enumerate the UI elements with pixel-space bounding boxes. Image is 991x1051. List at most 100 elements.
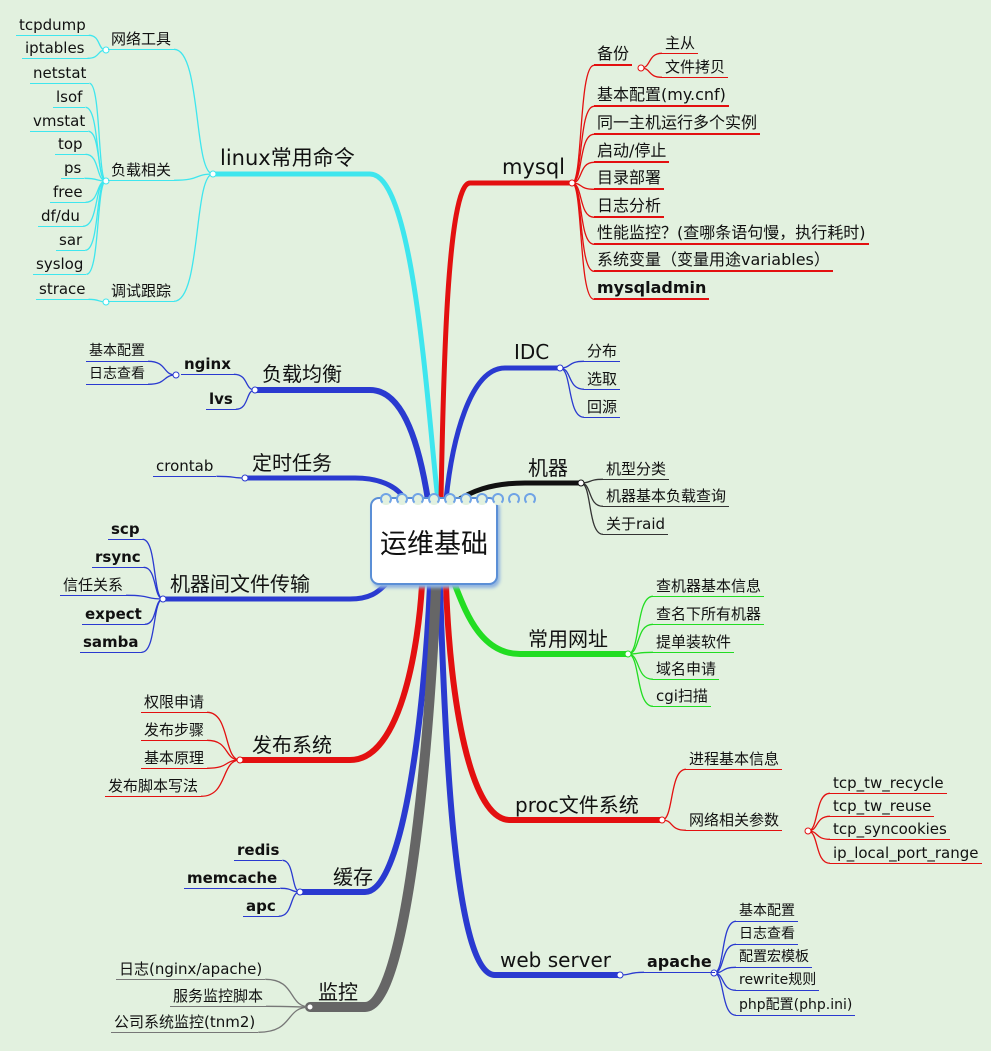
connector [173, 48, 214, 175]
leaf-tcp-tw-recycle: tcp_tw_recycle [830, 774, 947, 794]
collapse-node-load-balance[interactable] [251, 386, 259, 394]
leaf-mysqladmin: mysqladmin [594, 279, 710, 300]
topic-cache: 缓存 [333, 865, 373, 889]
topic-net-params: 网络相关参数 [686, 811, 783, 831]
leaf-netstat: netstat [30, 64, 90, 84]
leaf-iptables: iptables [22, 39, 88, 59]
collapse-node-linux[interactable] [209, 170, 217, 178]
branch-cache [297, 582, 433, 895]
leaf-master-slave: 主从 [662, 34, 699, 54]
collapse-node-nginx[interactable] [172, 371, 180, 379]
collapse-node-machine[interactable] [577, 479, 585, 487]
collapse-node-idc[interactable] [556, 364, 564, 372]
topic-debug: 调试跟踪 [108, 282, 175, 302]
leaf-top: top [55, 135, 86, 155]
leaf-vmstat: vmstat [30, 112, 89, 132]
connector [266, 1005, 311, 1008]
leaf-tcp-syncookies: tcp_syncookies [830, 820, 950, 840]
topic-proc-fs: proc文件系统 [515, 793, 639, 817]
connector [278, 891, 301, 917]
branch-mysql [438, 180, 575, 503]
collapse-node-proc[interactable] [658, 816, 666, 824]
connector [265, 978, 311, 1008]
connector [571, 105, 595, 184]
leaf-sar: sar [56, 231, 86, 251]
leaf-url-machine-info: 查机器基本信息 [653, 577, 765, 597]
topic-nginx: nginx [181, 355, 234, 375]
connector [84, 180, 107, 251]
collapse-node-monitor[interactable] [306, 1003, 314, 1011]
connector [571, 133, 595, 184]
topic-file-transfer: 机器间文件传输 [170, 572, 310, 596]
leaf-apache-macro-template: 配置宏模板 [736, 948, 812, 968]
leaf-syslog: syslog [33, 255, 87, 275]
connector [627, 653, 654, 680]
leaf-raid: 关于raid [603, 515, 669, 535]
leaf-process-info: 进程基本信息 [686, 750, 783, 770]
branch-proc [443, 582, 665, 823]
leaf-apache-basic-config: 基本配置 [736, 902, 798, 922]
topic-load: 负载相关 [108, 161, 175, 181]
collapse-node-mysql[interactable] [568, 179, 576, 187]
leaf-df-du: df/du [38, 207, 83, 227]
branch-urls [452, 582, 631, 657]
collapse-node-net-params[interactable] [804, 827, 812, 835]
leaf-mysql-config: 基本配置(my.cnf) [594, 86, 729, 107]
topic-release-system: 发布系统 [252, 733, 332, 757]
connector [571, 182, 595, 300]
leaf-trust-relation: 信任关系 [60, 576, 127, 596]
collapse-node-release[interactable] [236, 756, 244, 764]
collapse-node-load[interactable] [102, 177, 110, 185]
connector [627, 623, 654, 655]
collapse-node-debug[interactable] [102, 298, 110, 306]
collapse-node-cron[interactable] [241, 474, 249, 482]
leaf-machine-type: 机型分类 [603, 460, 670, 480]
leaf-redis: redis [234, 841, 283, 861]
leaf-multi-instance: 同一主机运行多个实例 [594, 114, 761, 135]
collapse-node-apache[interactable] [710, 969, 718, 977]
leaf-crontab: crontab [153, 457, 217, 477]
connector [86, 180, 107, 275]
topic-load-balance: 负载均衡 [262, 362, 342, 386]
topic-network-tools: 网络工具 [108, 30, 175, 50]
central-topic-label: 运维基础 [380, 528, 488, 560]
leaf-service-monitor-script: 服务监控脚本 [170, 987, 267, 1007]
connector [258, 1006, 311, 1033]
branch-file-transfer [160, 582, 388, 602]
leaf-apache-php-config: php配置(php.ini) [736, 996, 856, 1016]
connector [88, 82, 107, 182]
collapse-node-backup[interactable] [637, 64, 645, 72]
topic-machine: 机器 [528, 456, 568, 480]
leaf-release-script: 发布脚本写法 [105, 777, 202, 797]
leaf-nginx-basic-config: 基本配置 [86, 342, 148, 362]
branch-release [237, 582, 425, 763]
connector [713, 920, 737, 974]
connector [206, 711, 241, 761]
connector [619, 971, 645, 976]
leaf-nginx-log: 日志查看 [86, 365, 148, 385]
connector [142, 538, 164, 600]
connector [559, 360, 585, 369]
collapse-node-urls[interactable] [624, 650, 632, 658]
connector [580, 482, 604, 507]
connector [713, 972, 737, 1016]
connector [559, 367, 585, 418]
collapse-node-web-server[interactable] [616, 971, 624, 979]
topic-cron-tasks: 定时任务 [252, 451, 332, 475]
leaf-distribution: 分布 [584, 342, 621, 362]
leaf-apache-log: 日志查看 [736, 925, 798, 945]
leaf-ip-local-port-range: ip_local_port_range [830, 844, 982, 864]
leaf-log-monitor: 日志(nginx/apache) [116, 960, 266, 980]
leaf-company-monitor: 公司系统监控(tnm2) [111, 1013, 259, 1033]
branch-load-balance [252, 387, 431, 503]
connector [173, 173, 214, 302]
collapse-node-file-transfer[interactable] [159, 595, 167, 603]
central-topic[interactable]: 运维基础 [370, 493, 536, 585]
topic-web-server: web server [500, 948, 612, 972]
collapse-node-network-tools[interactable] [102, 46, 110, 54]
leaf-rsync: rsync [92, 548, 144, 568]
collapse-node-cache[interactable] [296, 888, 304, 896]
topic-linux-commands: linux常用命令 [220, 146, 355, 170]
leaf-url-cgi-scan: cgi扫描 [653, 687, 711, 707]
